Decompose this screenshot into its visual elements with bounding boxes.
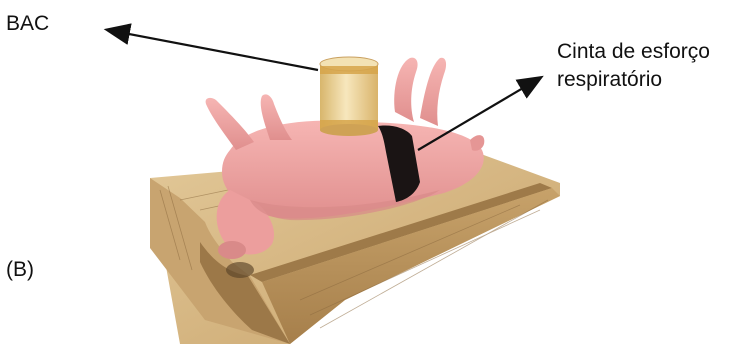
trough-groove-shadow (226, 262, 254, 278)
pig-rear-leg-2 (420, 58, 446, 126)
bac-cylinder (320, 57, 378, 136)
belt-label-line1: Cinta de esforço (557, 40, 710, 64)
bac-pointer-arrow (108, 30, 318, 70)
pig-tail (470, 135, 484, 151)
pig-front-leg-1 (206, 98, 254, 150)
pig-rear-leg-1 (394, 58, 417, 122)
panel-label: (B) (6, 258, 34, 282)
belt-label-line2: respiratório (557, 68, 662, 92)
pig-snout (218, 241, 246, 259)
bac-label: BAC (6, 12, 49, 36)
